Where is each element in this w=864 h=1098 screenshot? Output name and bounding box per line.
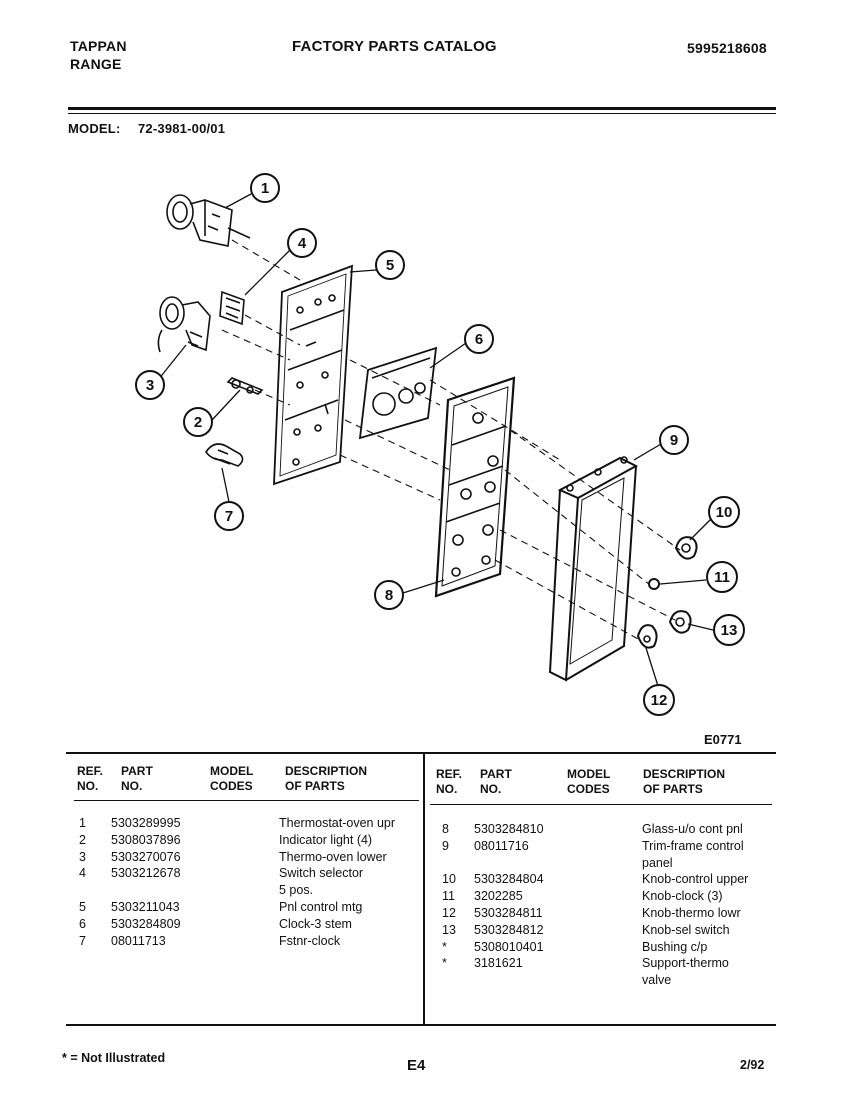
exploded-parts-diagram: 1 2 3 4 5 6 7 8 9 10 11 12 13: [135, 173, 745, 716]
left-ref-header: REF.NO.: [77, 764, 104, 793]
switch-selector-part: [219, 290, 245, 326]
not-illustrated-note: * = Not Illustrated: [62, 1051, 166, 1065]
callout-12: 12: [643, 684, 675, 716]
model-number: 72-3981-00/01: [138, 121, 226, 136]
thermostat-upper-part: [166, 194, 251, 247]
svg-text:5: 5: [386, 257, 394, 274]
callout-5: 5: [375, 250, 405, 280]
product-type: RANGE: [70, 56, 122, 72]
svg-text:12: 12: [651, 692, 668, 709]
svg-text:1: 1: [261, 180, 269, 197]
assembly-leader-lines: [221, 239, 681, 641]
svg-text:11: 11: [714, 569, 730, 586]
callout-13: 13: [713, 614, 745, 646]
right-ref-header: REF.NO.: [436, 767, 463, 796]
table-divider: [423, 752, 425, 1026]
knob-clock-part: [648, 578, 660, 590]
knob-thermo-lower-part: [636, 624, 658, 649]
svg-text:3: 3: [146, 377, 154, 394]
callout-2: 2: [183, 407, 213, 437]
trim-frame-part: [548, 456, 639, 682]
table-bottom-rule: [66, 1024, 776, 1026]
callout-11: 11: [706, 561, 738, 593]
model-label: MODEL:: [68, 121, 121, 136]
control-mounting-panel-part: [273, 264, 353, 486]
svg-text:8: 8: [385, 587, 393, 604]
callout-6: 6: [464, 324, 494, 354]
catalog-title: FACTORY PARTS CATALOG: [292, 38, 497, 55]
clock-fastener-part: [205, 443, 244, 467]
callout-7: 7: [214, 501, 244, 531]
page-code: E4: [407, 1057, 426, 1074]
header-rule: [68, 107, 776, 110]
svg-text:2: 2: [194, 414, 202, 431]
callout-4: 4: [287, 228, 317, 258]
knob-control-upper-part: [674, 536, 698, 560]
svg-text:7: 7: [225, 508, 233, 525]
brand-name: TAPPAN: [70, 38, 127, 54]
header-rule-thin: [68, 113, 776, 114]
left-header-rule: [74, 800, 419, 801]
table-top-rule: [66, 752, 776, 754]
callout-9: 9: [659, 425, 689, 455]
revision-date: 2/92: [740, 1058, 765, 1072]
svg-text:10: 10: [716, 504, 733, 521]
right-header-rule: [430, 804, 772, 805]
knob-selector-switch-part: [668, 610, 692, 634]
glass-control-panel-part: [434, 376, 516, 598]
callout-3: 3: [135, 370, 165, 400]
callout-1: 1: [250, 173, 280, 203]
callout-8: 8: [374, 580, 404, 610]
figure-code: E0771: [704, 732, 742, 747]
svg-text:6: 6: [475, 331, 483, 348]
indicator-light-part: [226, 377, 264, 395]
callout-10: 10: [708, 496, 740, 528]
svg-text:4: 4: [298, 235, 307, 252]
thermostat-lower-part: [157, 296, 211, 353]
svg-text:13: 13: [721, 622, 738, 639]
svg-text:9: 9: [670, 432, 678, 449]
catalog-number: 5995218608: [687, 40, 767, 56]
clock-part: [358, 346, 438, 440]
